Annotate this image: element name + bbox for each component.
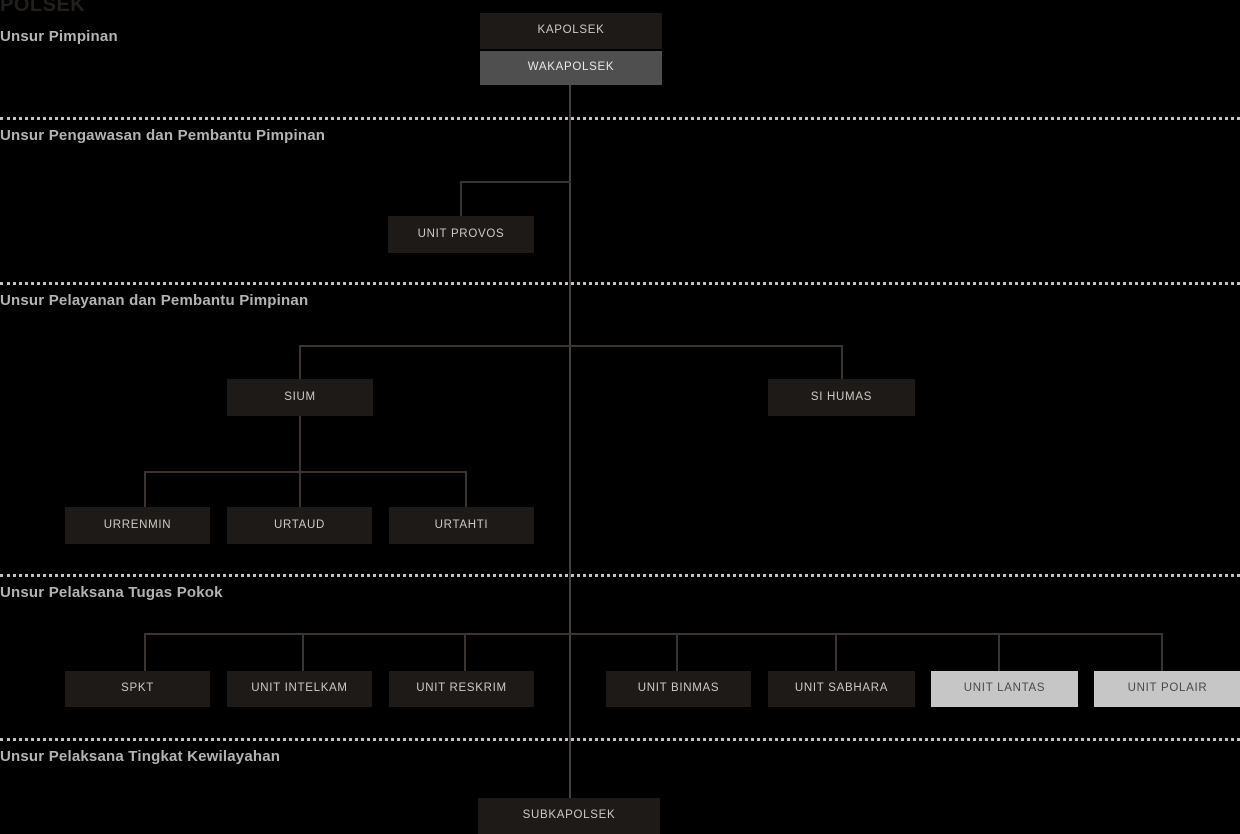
connector-vertical bbox=[676, 633, 678, 672]
org-node-unit-reskrim[interactable]: UNIT RESKRIM bbox=[389, 671, 534, 707]
connector-horizontal bbox=[144, 633, 1162, 635]
trunk-line bbox=[569, 85, 571, 799]
org-node-kapolsek[interactable]: KAPOLSEK bbox=[480, 13, 662, 49]
connector-horizontal bbox=[299, 345, 843, 347]
org-node-label: UNIT PROVOS bbox=[417, 227, 505, 240]
org-node-label: UNIT LANTAS bbox=[963, 682, 1046, 695]
section-divider bbox=[0, 117, 1240, 120]
org-node-urtaud[interactable]: URTAUD bbox=[227, 507, 372, 544]
org-node-subkapolsek[interactable]: SUBKAPOLSEK bbox=[478, 798, 660, 834]
org-node-label: KAPOLSEK bbox=[537, 24, 605, 37]
connector-vertical bbox=[1161, 633, 1163, 672]
section-label: Unsur Pelayanan dan Pembantu Pimpinan bbox=[0, 292, 309, 309]
section-label: Unsur Pengawasan dan Pembantu Pimpinan bbox=[0, 127, 326, 144]
org-node-label: URTAHTI bbox=[434, 518, 489, 531]
section-label: Unsur Pelaksana Tugas Pokok bbox=[0, 584, 223, 601]
connector-vertical bbox=[460, 181, 462, 217]
org-node-label: UNIT RESKRIM bbox=[416, 682, 507, 695]
connector-vertical bbox=[302, 633, 304, 672]
org-node-label: SI HUMAS bbox=[810, 390, 873, 403]
connector-vertical bbox=[299, 416, 301, 508]
page-title: POLSEK bbox=[0, 0, 86, 16]
connector-vertical bbox=[144, 471, 146, 508]
org-node-unit-sabhara[interactable]: UNIT SABHARA bbox=[768, 671, 915, 707]
org-node-label: UNIT SABHARA bbox=[794, 682, 889, 695]
connector-horizontal bbox=[144, 471, 466, 473]
connector-vertical bbox=[835, 633, 837, 672]
org-node-unit-lantas[interactable]: UNIT LANTAS bbox=[931, 671, 1078, 707]
org-node-urrenmin[interactable]: URRENMIN bbox=[65, 507, 210, 544]
org-node-unit-intelkam[interactable]: UNIT INTELKAM bbox=[227, 671, 372, 707]
connector-horizontal bbox=[460, 181, 571, 183]
org-node-label: SIUM bbox=[284, 390, 316, 403]
section-divider bbox=[0, 282, 1240, 285]
org-node-unit-binmas[interactable]: UNIT BINMAS bbox=[606, 671, 751, 707]
org-node-label: SPKT bbox=[121, 682, 154, 695]
org-node-label: UNIT BINMAS bbox=[637, 682, 720, 695]
section-label: Unsur Pimpinan bbox=[0, 28, 118, 45]
org-node-label: URRENMIN bbox=[103, 518, 172, 531]
org-node-label: URTAUD bbox=[273, 518, 326, 531]
org-node-sium[interactable]: SIUM bbox=[227, 379, 373, 416]
section-divider bbox=[0, 574, 1240, 577]
connector-vertical bbox=[465, 471, 467, 508]
org-node-si-humas[interactable]: SI HUMAS bbox=[768, 379, 915, 416]
connector-vertical bbox=[464, 633, 466, 672]
section-label: Unsur Pelaksana Tingkat Kewilayahan bbox=[0, 748, 281, 765]
org-node-wakapolsek[interactable]: WAKAPOLSEK bbox=[480, 51, 662, 85]
org-node-urtahti[interactable]: URTAHTI bbox=[389, 507, 534, 544]
connector-vertical bbox=[841, 345, 843, 380]
org-node-label: UNIT POLAIR bbox=[1127, 682, 1208, 695]
connector-vertical bbox=[998, 633, 1000, 672]
org-node-label: WAKAPOLSEK bbox=[527, 61, 615, 74]
org-node-unit-provos[interactable]: UNIT PROVOS bbox=[388, 216, 534, 253]
org-node-label: SUBKAPOLSEK bbox=[522, 809, 616, 822]
section-divider bbox=[0, 738, 1240, 741]
org-node-spkt[interactable]: SPKT bbox=[65, 671, 210, 707]
connector-vertical bbox=[299, 345, 301, 380]
connector-vertical bbox=[144, 633, 146, 672]
org-node-unit-polair[interactable]: UNIT POLAIR bbox=[1094, 671, 1240, 707]
org-node-label: UNIT INTELKAM bbox=[251, 682, 348, 695]
